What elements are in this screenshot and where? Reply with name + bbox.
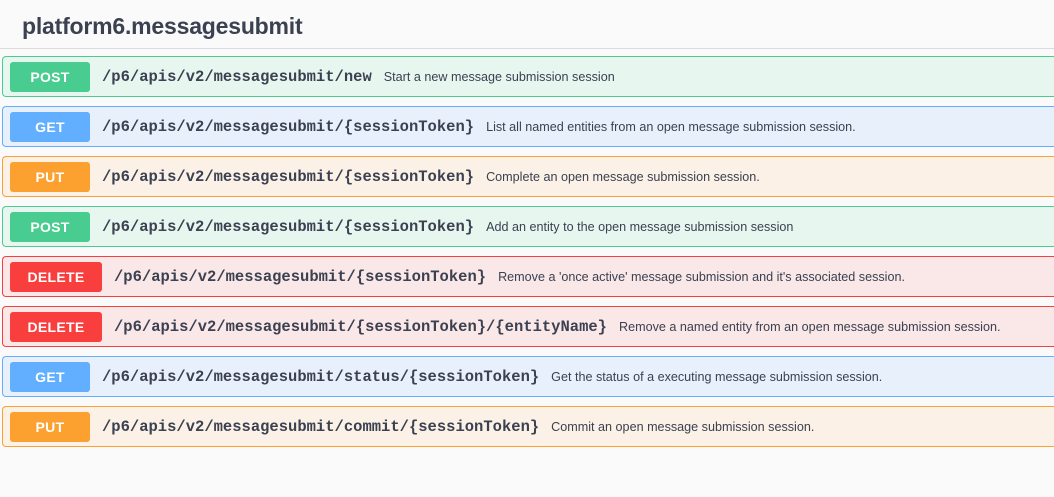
tag-section-header[interactable]: platform6.messagesubmit (0, 0, 1054, 49)
operation-path: /p6/apis/v2/messagesubmit/{sessionToken} (102, 117, 475, 136)
operation-summary: Get the status of a executing message su… (551, 369, 883, 384)
operation-summary: Remove a named entity from an open messa… (618, 319, 1001, 334)
operation-summary: List all named entities from an open mes… (486, 119, 856, 134)
http-method-badge: POST (10, 211, 90, 242)
operation-summary: Commit an open message submission sessio… (551, 419, 815, 434)
operation-summary: Complete an open message submission sess… (486, 169, 760, 184)
operation-path: /p6/apis/v2/messagesubmit/{sessionToken} (102, 167, 475, 186)
http-method-badge: POST (10, 61, 90, 92)
operation-path: /p6/apis/v2/messagesubmit/status/{sessio… (102, 367, 540, 386)
operation-summary: Remove a 'once active' message submissio… (498, 269, 905, 284)
operation-path: /p6/apis/v2/messagesubmit/commit/{sessio… (102, 417, 540, 436)
page-title[interactable]: platform6.messagesubmit (22, 13, 303, 39)
http-method-badge: GET (10, 361, 90, 392)
http-method-badge: DELETE (10, 261, 102, 292)
operation-row-put-7[interactable]: PUT /p6/apis/v2/messagesubmit/commit/{se… (2, 406, 1054, 447)
operation-row-post-3[interactable]: POST /p6/apis/v2/messagesubmit/{sessionT… (2, 206, 1054, 247)
operation-path: /p6/apis/v2/messagesubmit/{sessionToken} (114, 267, 487, 286)
operations-list: POST /p6/apis/v2/messagesubmit/new Start… (0, 56, 1054, 447)
operation-row-get-6[interactable]: GET /p6/apis/v2/messagesubmit/status/{se… (2, 356, 1054, 397)
operation-summary: Start a new message submission session (383, 69, 615, 84)
http-method-badge: GET (10, 111, 90, 142)
operation-row-put-2[interactable]: PUT /p6/apis/v2/messagesubmit/{sessionTo… (2, 156, 1054, 197)
http-method-badge: DELETE (10, 311, 102, 342)
operation-summary: Add an entity to the open message submis… (486, 219, 794, 234)
http-method-badge: PUT (10, 411, 90, 442)
operation-row-get-1[interactable]: GET /p6/apis/v2/messagesubmit/{sessionTo… (2, 106, 1054, 147)
operation-path: /p6/apis/v2/messagesubmit/{sessionToken}… (114, 317, 607, 336)
operation-path: /p6/apis/v2/messagesubmit/{sessionToken} (102, 217, 475, 236)
operation-row-post-0[interactable]: POST /p6/apis/v2/messagesubmit/new Start… (2, 56, 1054, 97)
http-method-badge: PUT (10, 161, 90, 192)
operation-row-delete-5[interactable]: DELETE /p6/apis/v2/messagesubmit/{sessio… (2, 306, 1054, 347)
operation-path: /p6/apis/v2/messagesubmit/new (102, 67, 372, 86)
operation-row-delete-4[interactable]: DELETE /p6/apis/v2/messagesubmit/{sessio… (2, 256, 1054, 297)
